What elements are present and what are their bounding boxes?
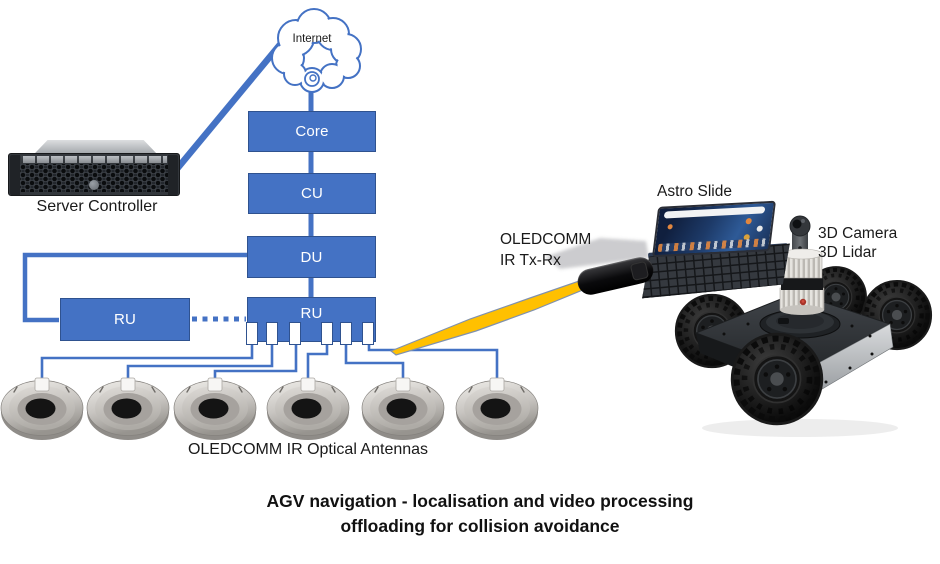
caption-line2: offloading for collision avoidance <box>340 516 620 536</box>
optical-antenna <box>86 377 170 441</box>
link-du-ru-left-loop <box>22 252 247 323</box>
ir-txrx-dongle-tip <box>629 260 650 282</box>
optical-antennas <box>0 377 539 441</box>
ru-left-box-label: RU <box>113 311 137 328</box>
optical-antenna <box>266 377 350 441</box>
core-box-label: Core <box>295 123 329 140</box>
astro-app-icon <box>756 225 764 232</box>
sensor-labels: 3D Camera 3D Lidar <box>818 224 897 262</box>
server-rack-ear-left <box>10 155 20 195</box>
diagram-caption: AGV navigation - localisation and video … <box>180 489 780 539</box>
feed-line-6 <box>367 344 499 380</box>
lidar-label: 3D Lidar <box>818 244 877 261</box>
astro-app-icon <box>745 217 753 225</box>
feed-line-5 <box>344 344 405 380</box>
server-lid <box>33 140 158 155</box>
ru-port <box>362 322 374 345</box>
ru-port <box>321 322 333 345</box>
camera-label: 3D Camera <box>818 225 898 242</box>
server-label: Server Controller <box>36 198 158 215</box>
ru-port <box>266 322 278 345</box>
astro-app-icon <box>667 224 673 230</box>
feed-line-4 <box>306 344 329 380</box>
rover-wheel <box>732 334 822 424</box>
server-front <box>8 153 180 196</box>
server-rack-ear-right <box>168 155 178 195</box>
ru-port <box>340 322 352 345</box>
server-logo-badge <box>89 180 99 190</box>
optical-antenna <box>455 377 539 441</box>
optical-antennas-label: OLEDCOMM IR Optical Antennas <box>187 441 429 458</box>
cu-box-label: CU <box>300 185 324 202</box>
cu-box: CU <box>248 173 376 214</box>
antenna-feed-lines <box>40 344 499 380</box>
rover-shadow <box>702 419 898 437</box>
ru-port <box>246 322 258 345</box>
agv-rover <box>676 215 931 437</box>
server-grille <box>20 164 168 192</box>
optical-antenna <box>173 377 257 441</box>
feed-line-2 <box>126 344 274 380</box>
optical-antenna <box>0 377 84 441</box>
feed-line-1 <box>40 344 254 380</box>
du-box-label: DU <box>300 248 323 266</box>
core-box: Core <box>248 111 376 152</box>
optical-antenna <box>361 377 445 441</box>
caption-line1: AGV navigation - localisation and video … <box>266 491 694 511</box>
astro-slide-label: Astro Slide <box>657 183 732 200</box>
astro-slide-device <box>640 198 810 303</box>
oledcomm-txrx-label-line2: IR Tx-Rx <box>500 252 561 269</box>
server-bezel <box>21 156 167 163</box>
oledcomm-txrx-label-line1: OLEDCOMM <box>500 231 592 248</box>
ru-port <box>289 322 301 345</box>
server-image <box>8 140 180 198</box>
ru-right-box-label: RU <box>300 305 323 322</box>
astro-dock-icons <box>657 238 767 252</box>
feed-line-3 <box>213 344 298 380</box>
ru-left-box: RU <box>60 298 190 341</box>
astro-search-bar <box>663 206 766 219</box>
internet-cloud <box>271 8 362 93</box>
oledcomm-txrx-label: OLEDCOMM IR Tx-Rx <box>500 229 591 271</box>
internet-label: Internet <box>292 33 332 45</box>
ir-beam-cone <box>545 238 649 269</box>
du-box: DU <box>247 236 376 278</box>
ir-beam <box>389 279 586 356</box>
link-server-internet <box>173 38 286 173</box>
lidar-sensor <box>779 248 825 315</box>
astro-screen <box>651 200 777 258</box>
